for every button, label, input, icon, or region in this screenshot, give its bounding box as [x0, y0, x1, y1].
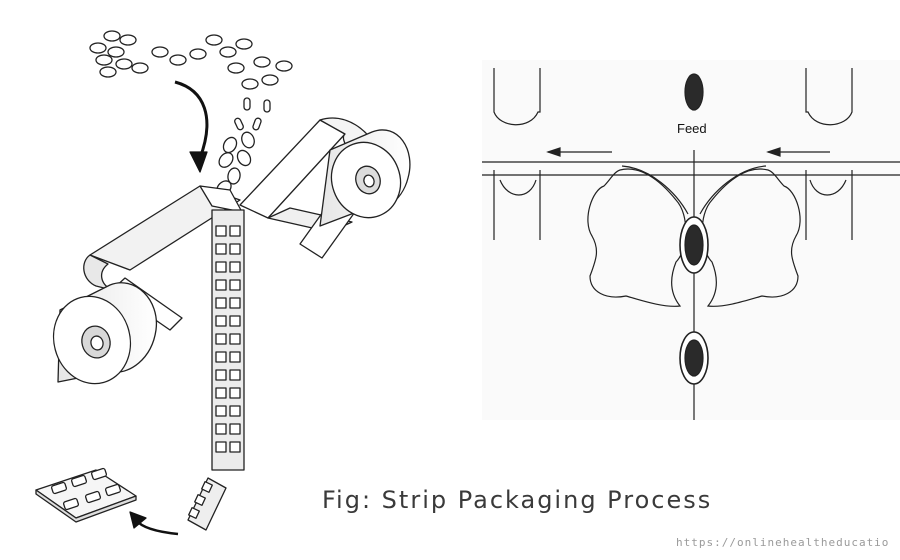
feed-arrow	[174, 80, 209, 173]
strip-machine-illustration	[35, 30, 411, 536]
output-arrow	[129, 511, 179, 536]
loose-tablets	[89, 30, 293, 196]
finished-strip-pack	[35, 467, 137, 523]
figure-caption: Fig: Strip Packaging Process	[322, 486, 713, 514]
sealed-strip	[211, 209, 245, 471]
sealed-tablet	[684, 224, 704, 266]
left-sealing-roller	[587, 168, 687, 307]
feed-label: Feed	[677, 121, 707, 136]
left-foil-roll	[52, 282, 158, 385]
output-tablet	[684, 339, 704, 377]
top-right-block	[805, 68, 853, 126]
cut-strip-piece	[187, 477, 227, 531]
sealing-roller-detail: Feed	[482, 60, 900, 420]
feed-tablet	[684, 73, 704, 111]
watermark-url: https://onlinehealtheducatio	[676, 536, 890, 549]
top-left-block	[493, 68, 541, 126]
left-press-arrow	[546, 147, 612, 157]
right-foil-roll	[319, 129, 411, 227]
right-sealing-roller	[701, 168, 801, 307]
right-press-arrow	[766, 147, 830, 157]
